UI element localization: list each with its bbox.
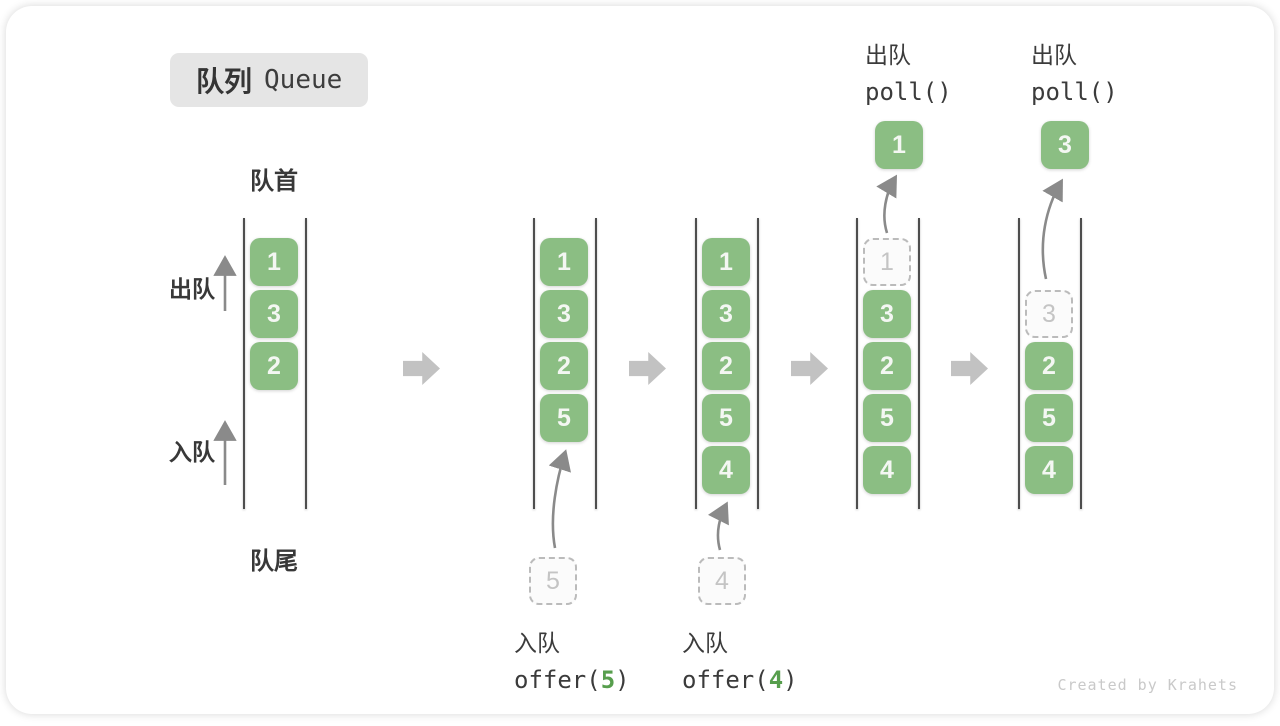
polled-element: 3 xyxy=(1041,121,1089,169)
queue-wall xyxy=(1018,218,1020,509)
code-argument: 4 xyxy=(768,666,784,694)
operation-name: 入队 xyxy=(514,630,560,656)
queue-wall xyxy=(533,218,535,509)
queue-element: 3 xyxy=(250,290,298,338)
operation-caption: 出队 poll() xyxy=(865,36,952,106)
operation-name: 入队 xyxy=(682,630,728,656)
queue-element: 4 xyxy=(1025,446,1073,494)
state-transition-arrow xyxy=(791,352,828,385)
watermark: Created by Krahets xyxy=(1057,676,1238,694)
queue-element: 5 xyxy=(863,394,911,442)
queue-wall xyxy=(695,218,697,509)
queue-element: 2 xyxy=(250,342,298,390)
code-text: offer( xyxy=(514,666,601,694)
title-chinese: 队列 xyxy=(196,66,253,97)
polled-element: 1 xyxy=(875,121,923,169)
queue-element: 2 xyxy=(1025,342,1073,390)
queue-wall xyxy=(1080,218,1082,509)
operation-caption: 出队 poll() xyxy=(1031,36,1118,106)
queue-wall xyxy=(243,218,245,509)
poll-arrow xyxy=(1041,178,1063,280)
queue-element: 5 xyxy=(702,394,750,442)
state-transition-arrow xyxy=(951,352,988,385)
incoming-element: 5 xyxy=(529,557,577,605)
dequeue-side-label: 出队 xyxy=(169,276,215,302)
queue-element: 3 xyxy=(540,290,588,338)
incoming-element: 4 xyxy=(698,557,746,605)
queue-element: 5 xyxy=(1025,394,1073,442)
operation-code: poll() xyxy=(865,78,952,106)
queue-wall xyxy=(757,218,759,509)
operation-caption: 入队 offer(5) xyxy=(514,624,630,694)
queue-wall xyxy=(595,218,597,509)
code-text: ) xyxy=(615,666,630,694)
code-text: poll() xyxy=(865,78,952,106)
queue-element: 1 xyxy=(250,238,298,286)
operation-name: 出队 xyxy=(1031,42,1077,68)
enqueue-side-label: 入队 xyxy=(169,439,215,465)
operation-name: 出队 xyxy=(865,42,911,68)
title-badge: 队列 Queue xyxy=(170,53,369,107)
operation-caption: 入队 offer(4) xyxy=(682,624,798,694)
queue-wall xyxy=(856,218,858,509)
queue-element: 2 xyxy=(863,342,911,390)
queue-element: 1 xyxy=(702,238,750,286)
queue-rear-label: 队尾 xyxy=(250,548,298,575)
queue-front-label: 队首 xyxy=(250,168,298,195)
operation-code: offer(5) xyxy=(514,666,630,694)
offer-arrow xyxy=(548,449,571,549)
code-text: ) xyxy=(783,666,798,694)
title-english: Queue xyxy=(264,65,343,95)
state-transition-arrow xyxy=(403,352,440,385)
arrows-overlay xyxy=(213,174,1063,551)
queue-element: 4 xyxy=(863,446,911,494)
queue-element: 4 xyxy=(702,446,750,494)
queue-element-dashed: 1 xyxy=(863,238,911,286)
queue-element: 5 xyxy=(540,394,588,442)
queue-wall xyxy=(918,218,920,509)
queue-element: 3 xyxy=(702,290,750,338)
operation-code: offer(4) xyxy=(682,666,798,694)
code-text: offer( xyxy=(682,666,769,694)
queue-element: 2 xyxy=(702,342,750,390)
code-argument: 5 xyxy=(600,666,616,694)
queue-element: 3 xyxy=(863,290,911,338)
poll-arrow xyxy=(876,174,898,234)
operation-code: poll() xyxy=(1031,78,1118,106)
queue-wall xyxy=(305,218,307,509)
queue-element: 2 xyxy=(540,342,588,390)
offer-arrow xyxy=(707,501,729,551)
queue-element-dashed: 3 xyxy=(1025,290,1073,338)
queue-element: 1 xyxy=(540,238,588,286)
code-text: poll() xyxy=(1031,78,1118,106)
state-transition-arrow xyxy=(629,352,666,385)
